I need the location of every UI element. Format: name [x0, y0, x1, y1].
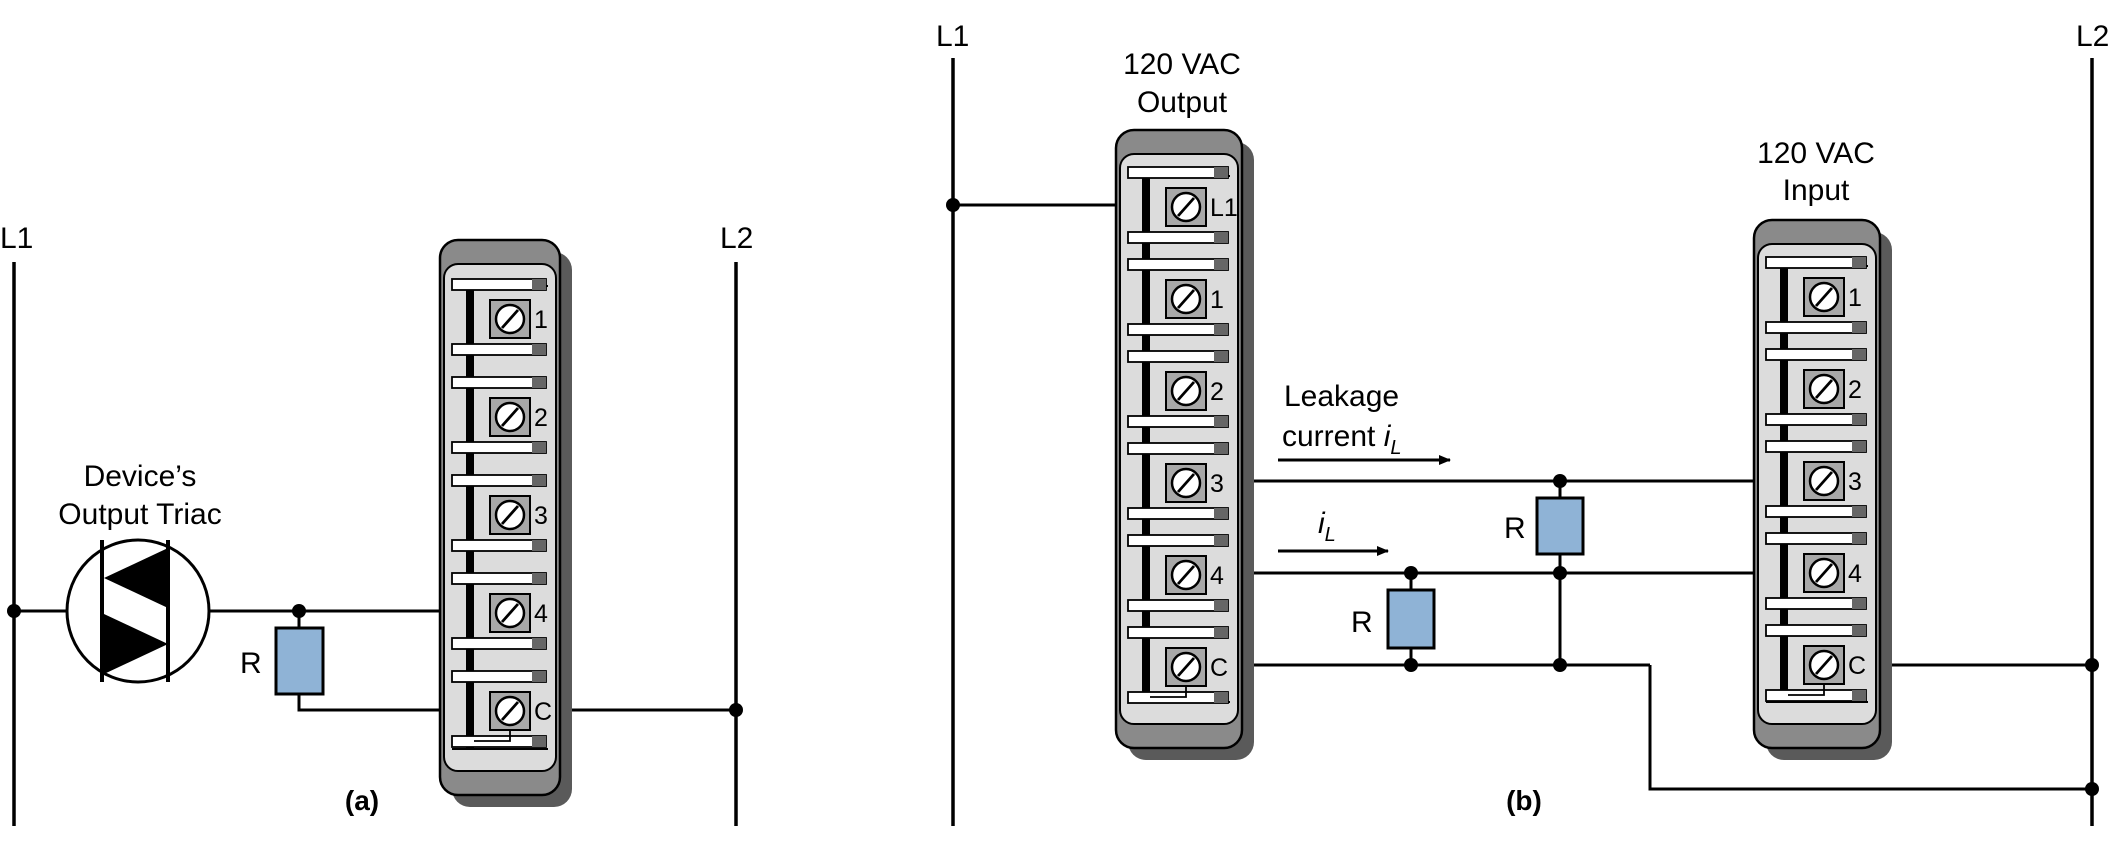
rail-l2-a-label: L2: [720, 222, 753, 255]
leakage-label-line2: current iL: [1282, 420, 1402, 459]
node-b-r-upper-bottom: [1553, 566, 1567, 580]
resistor-b-upper: [1535, 496, 1585, 556]
terminal-label: 2: [1210, 378, 1224, 406]
node-b-l2-lower: [2085, 782, 2099, 796]
terminal-label: 3: [534, 502, 548, 530]
resistor-b-upper-label: R: [1504, 512, 1526, 545]
triac-label-line2: Output Triac: [58, 498, 221, 531]
node-a-l1: [7, 604, 21, 618]
terminal-label: 3: [1848, 468, 1862, 496]
panel-a: L1 L2 Device’s Output Triac R 1 2 3 4C (a): [0, 222, 753, 826]
terminal-label: C: [1848, 652, 1866, 680]
output-module: L1 1 2 3 4C: [1114, 128, 1254, 760]
triac-symbol: [65, 538, 211, 684]
panel-b: L1 L2 120 VAC Output 120 VAC Input Leaka…: [936, 20, 2109, 826]
resistor-a-label: R: [240, 647, 262, 680]
leakage-label-line1: Leakage: [1284, 380, 1399, 413]
caption-b: (b): [1506, 785, 1542, 816]
terminal-label: 4: [534, 600, 548, 628]
output-module-title-line2: Output: [1137, 86, 1228, 119]
leakage-label-lower: iL: [1318, 507, 1336, 546]
node-b-l1: [946, 198, 960, 212]
input-module-title-line2: Input: [1783, 174, 1850, 207]
resistor-b-lower-label: R: [1351, 606, 1373, 639]
triac-label-line1: Device’s: [84, 460, 197, 493]
caption-a: (a): [345, 785, 379, 816]
module-spine: [1780, 266, 1788, 702]
terminal-label: C: [1210, 654, 1228, 682]
rail-l2-b-label: L2: [2076, 20, 2109, 53]
node-a-r: [292, 604, 306, 618]
input-module: 1 2 3 4C: [1752, 218, 1892, 760]
resistor-b-lower: [1386, 588, 1436, 650]
module-a: 1 2 3 4C: [438, 238, 572, 807]
node-a-l2: [729, 703, 743, 717]
resistor-a: [274, 626, 325, 696]
node-b-l2-upper: [2085, 658, 2099, 672]
terminal-label: C: [534, 698, 552, 726]
module-spine: [1142, 176, 1150, 702]
node-b-r-lower-bottom: [1404, 658, 1418, 672]
terminal-label: L1: [1210, 194, 1238, 222]
terminal-label: 1: [534, 306, 548, 334]
wire-bus-to-l2-lower: [1648, 665, 2092, 791]
terminal-label: 4: [1848, 560, 1862, 588]
terminal-label: 2: [1848, 376, 1862, 404]
input-module-title-line1: 120 VAC: [1757, 137, 1875, 170]
terminal-label: 2: [534, 404, 548, 432]
node-b-r-upper-top: [1553, 474, 1567, 488]
terminal-label: 1: [1210, 286, 1224, 314]
rail-l1-b-label: L1: [936, 20, 969, 53]
rail-l1-a-label: L1: [0, 222, 33, 255]
node-b-r-lower-top: [1404, 566, 1418, 580]
node-b-bus-right: [1553, 658, 1567, 672]
wire-resistor-to-termc: [297, 694, 472, 712]
output-module-title-line1: 120 VAC: [1123, 48, 1241, 81]
terminal-label: 1: [1848, 284, 1862, 312]
module-spine: [466, 286, 474, 749]
terminal-label: 3: [1210, 470, 1224, 498]
terminal-label: 4: [1210, 562, 1224, 590]
